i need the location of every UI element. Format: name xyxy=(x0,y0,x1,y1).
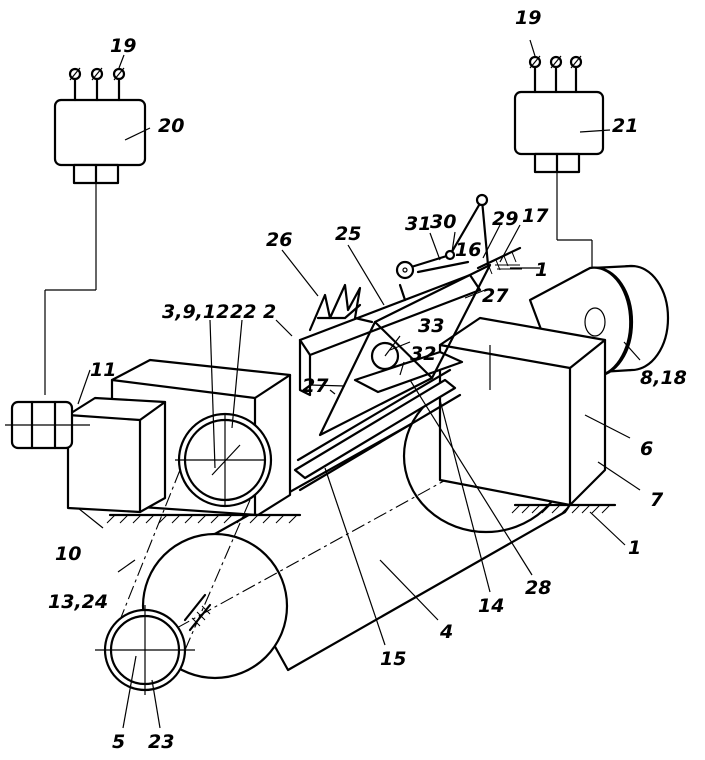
housing-6-7 xyxy=(440,318,605,505)
label-8-18: 8,18 xyxy=(640,367,687,389)
label-3-9-12: 3,9,12 xyxy=(162,301,229,323)
label-15: 15 xyxy=(380,648,406,670)
label-1-top: 1 xyxy=(535,259,548,281)
label-33: 33 xyxy=(418,315,444,337)
label-29: 29 xyxy=(492,208,518,230)
terminals-19-right xyxy=(530,40,581,92)
label-17: 17 xyxy=(522,205,549,227)
label-5: 5 xyxy=(112,731,125,753)
label-30: 30 xyxy=(430,211,456,233)
control-unit-20 xyxy=(45,100,145,395)
label-20: 20 xyxy=(158,115,184,137)
gearbox-10 xyxy=(68,398,165,512)
label-16: 16 xyxy=(455,239,481,261)
label-1-bottom: 1 xyxy=(628,537,641,559)
terminals-19-left xyxy=(70,55,124,100)
label-21: 21 xyxy=(612,115,638,137)
label-23: 23 xyxy=(148,731,174,753)
label-11: 11 xyxy=(90,359,116,381)
label-27-right: 27 xyxy=(482,285,509,307)
label-19-right: 19 xyxy=(515,7,541,29)
label-10: 10 xyxy=(55,543,81,565)
label-32: 32 xyxy=(410,343,436,365)
control-unit-21 xyxy=(515,92,603,290)
label-13-24: 13,24 xyxy=(48,591,108,613)
label-28: 28 xyxy=(525,577,551,599)
label-25: 25 xyxy=(335,223,361,245)
label-6: 6 xyxy=(640,438,653,460)
label-4: 4 xyxy=(439,621,453,643)
label-22-2: 22 2 xyxy=(230,301,276,323)
label-7: 7 xyxy=(650,489,664,511)
label-27-left: 27 xyxy=(302,375,329,397)
label-14: 14 xyxy=(478,595,504,617)
label-26: 26 xyxy=(266,229,292,251)
label-31: 31 xyxy=(405,213,431,235)
label-19-left: 19 xyxy=(110,35,136,57)
